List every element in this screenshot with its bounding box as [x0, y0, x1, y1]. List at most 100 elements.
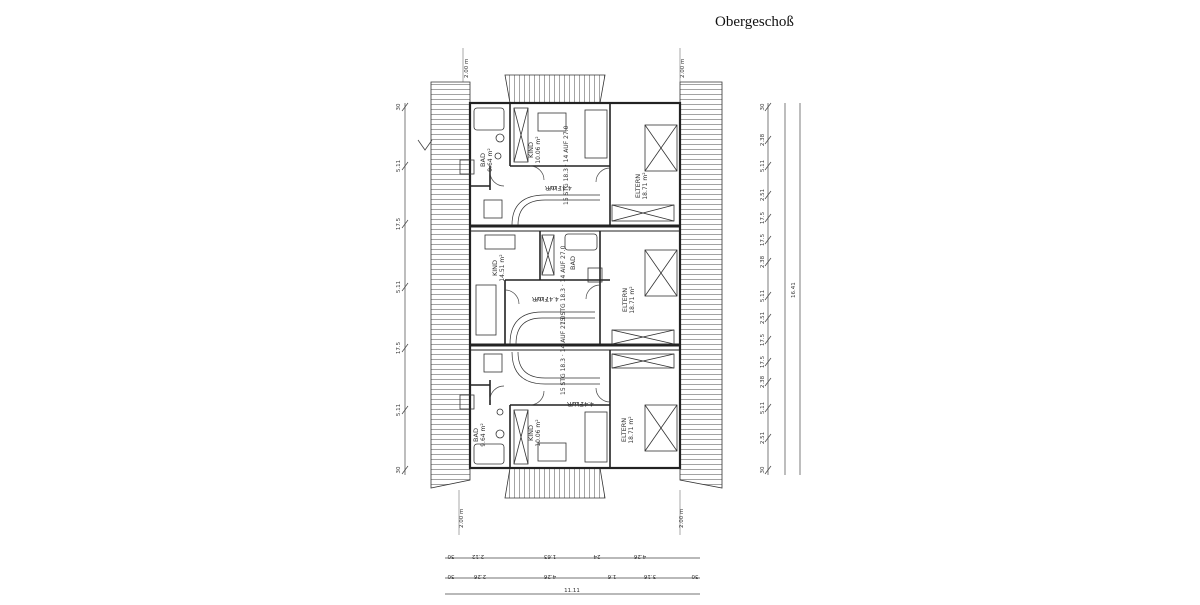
cabinet — [611, 204, 675, 222]
room-name: FLUR — [531, 295, 548, 303]
right-dim-label: 5.11 — [760, 160, 766, 172]
room-name: KIND — [527, 425, 535, 441]
toilet — [495, 429, 505, 439]
room-area: 18.71 m² — [629, 286, 636, 314]
stair-label: 15 STG 18.3 · 14 AUF 27.0 — [560, 245, 567, 325]
left-dim-label: 5.11 — [396, 160, 402, 172]
door-arc — [489, 385, 505, 401]
right-dim-label: 5.11 — [760, 290, 766, 302]
bathtub — [473, 443, 505, 465]
corner-dim: 2.00 m — [464, 59, 470, 78]
right-dim-label: 17.5 — [760, 355, 766, 368]
right-dim-label: 17.5 — [760, 333, 766, 346]
bed — [475, 284, 497, 336]
dim-tick — [764, 313, 772, 323]
room-area: 4.41 m² — [570, 400, 594, 407]
bed — [584, 411, 608, 463]
wardrobe-x — [513, 107, 529, 163]
wardrobe — [513, 107, 529, 163]
right-dim-label: 5.11 — [760, 402, 766, 414]
stair-2 — [509, 311, 595, 345]
dim-tick — [401, 343, 409, 353]
right-dim-label: 2.51 — [760, 432, 766, 444]
bottom-dim-label: 1.6 — [607, 573, 616, 579]
doors — [489, 165, 611, 406]
door-arc — [595, 387, 611, 403]
left-dim-label: 5.11 — [396, 404, 402, 416]
cabinet — [611, 329, 675, 345]
room-area: 9.64 m² — [487, 148, 494, 172]
bottom-dim-label: 3.16 — [643, 573, 656, 579]
room-area: 18.71 m² — [642, 172, 649, 200]
stair-labels: 15 STG 18.3 · 14 AUF 27.0 15 STG 18.3 · … — [560, 125, 570, 395]
bottom-dim-label: 24 — [593, 553, 600, 559]
right-dim-label: 30 — [760, 466, 766, 473]
bottom-dim-label: 2.26 — [473, 573, 486, 579]
left-dim-label: 17.5 — [396, 341, 402, 354]
left-dim-label: 17.5 — [396, 217, 402, 230]
double-bed — [644, 124, 678, 172]
left-dim-label: 30 — [396, 103, 402, 110]
dim-tick — [764, 377, 772, 387]
dim-tick — [764, 235, 772, 245]
right-dimension-chain: 302.385.112.5117.517.52.385.112.5117.517… — [760, 102, 801, 475]
walls — [468, 101, 682, 470]
wardrobe-x — [513, 409, 529, 465]
dim-tick — [401, 161, 409, 171]
bottom-dim-label: 30 — [447, 573, 454, 579]
right-dim-label: 2.38 — [760, 375, 766, 388]
room-name: BAD — [569, 256, 577, 270]
bottom-dim-label: 30 — [691, 573, 698, 579]
bottom-total: 11.11 — [564, 588, 580, 594]
stair-label: 15 STG 18.3 · 14 AUF 27.0 — [563, 125, 570, 205]
washbasin — [587, 267, 603, 283]
room-area: 4.41 m² — [548, 184, 572, 191]
left-dim-label: 30 — [396, 466, 402, 473]
room-area: 4.47 m² — [535, 295, 559, 302]
corner-dim: 2.00 m — [459, 509, 465, 528]
door-arc — [489, 171, 505, 187]
dim-tick — [764, 465, 772, 475]
roof-right — [679, 81, 723, 489]
shower — [483, 353, 503, 373]
bathtub — [564, 233, 598, 251]
double-bed — [644, 404, 678, 452]
right-dim-label: 17.5 — [760, 233, 766, 246]
corner-dim: 2.00 m — [679, 509, 685, 528]
wardrobe — [513, 409, 529, 465]
right-dim-label: 30 — [760, 103, 766, 110]
dim-tick — [764, 102, 772, 112]
plan-title: Obergeschoß — [715, 14, 794, 30]
desk — [484, 234, 516, 250]
room-name: KIND — [491, 260, 499, 276]
outer-wall — [468, 101, 682, 470]
bed-x — [644, 404, 678, 452]
room-area: 9.64 m² — [480, 423, 487, 447]
dim-tick — [764, 257, 772, 267]
dim-tick — [764, 433, 772, 443]
bed-x — [644, 249, 678, 297]
right-dim-label: 2.51 — [760, 189, 766, 201]
bottom-dim-label: 4.26 — [633, 553, 646, 559]
cabinet — [611, 353, 675, 369]
dim-tick — [764, 357, 772, 367]
dim-tick — [401, 219, 409, 229]
dim-tick — [764, 161, 772, 171]
toilet — [494, 152, 502, 160]
stair-1 — [511, 194, 600, 226]
door-arc — [504, 289, 520, 305]
shower — [483, 199, 503, 219]
roof-left — [430, 81, 471, 489]
room-area: 10.06 m² — [535, 136, 542, 164]
dim-tick — [764, 335, 772, 345]
door-arc — [585, 284, 601, 300]
stair-label: 15 STG 18.3 · 14 AUF 27.0 — [560, 315, 567, 395]
dim-tick — [764, 190, 772, 200]
left-dim-label: 5.11 — [396, 281, 402, 293]
dormer-top — [504, 74, 606, 104]
room-area: 10.06 m² — [535, 419, 542, 447]
dim-tick — [764, 135, 772, 145]
room-name: ELTERN — [634, 174, 642, 198]
